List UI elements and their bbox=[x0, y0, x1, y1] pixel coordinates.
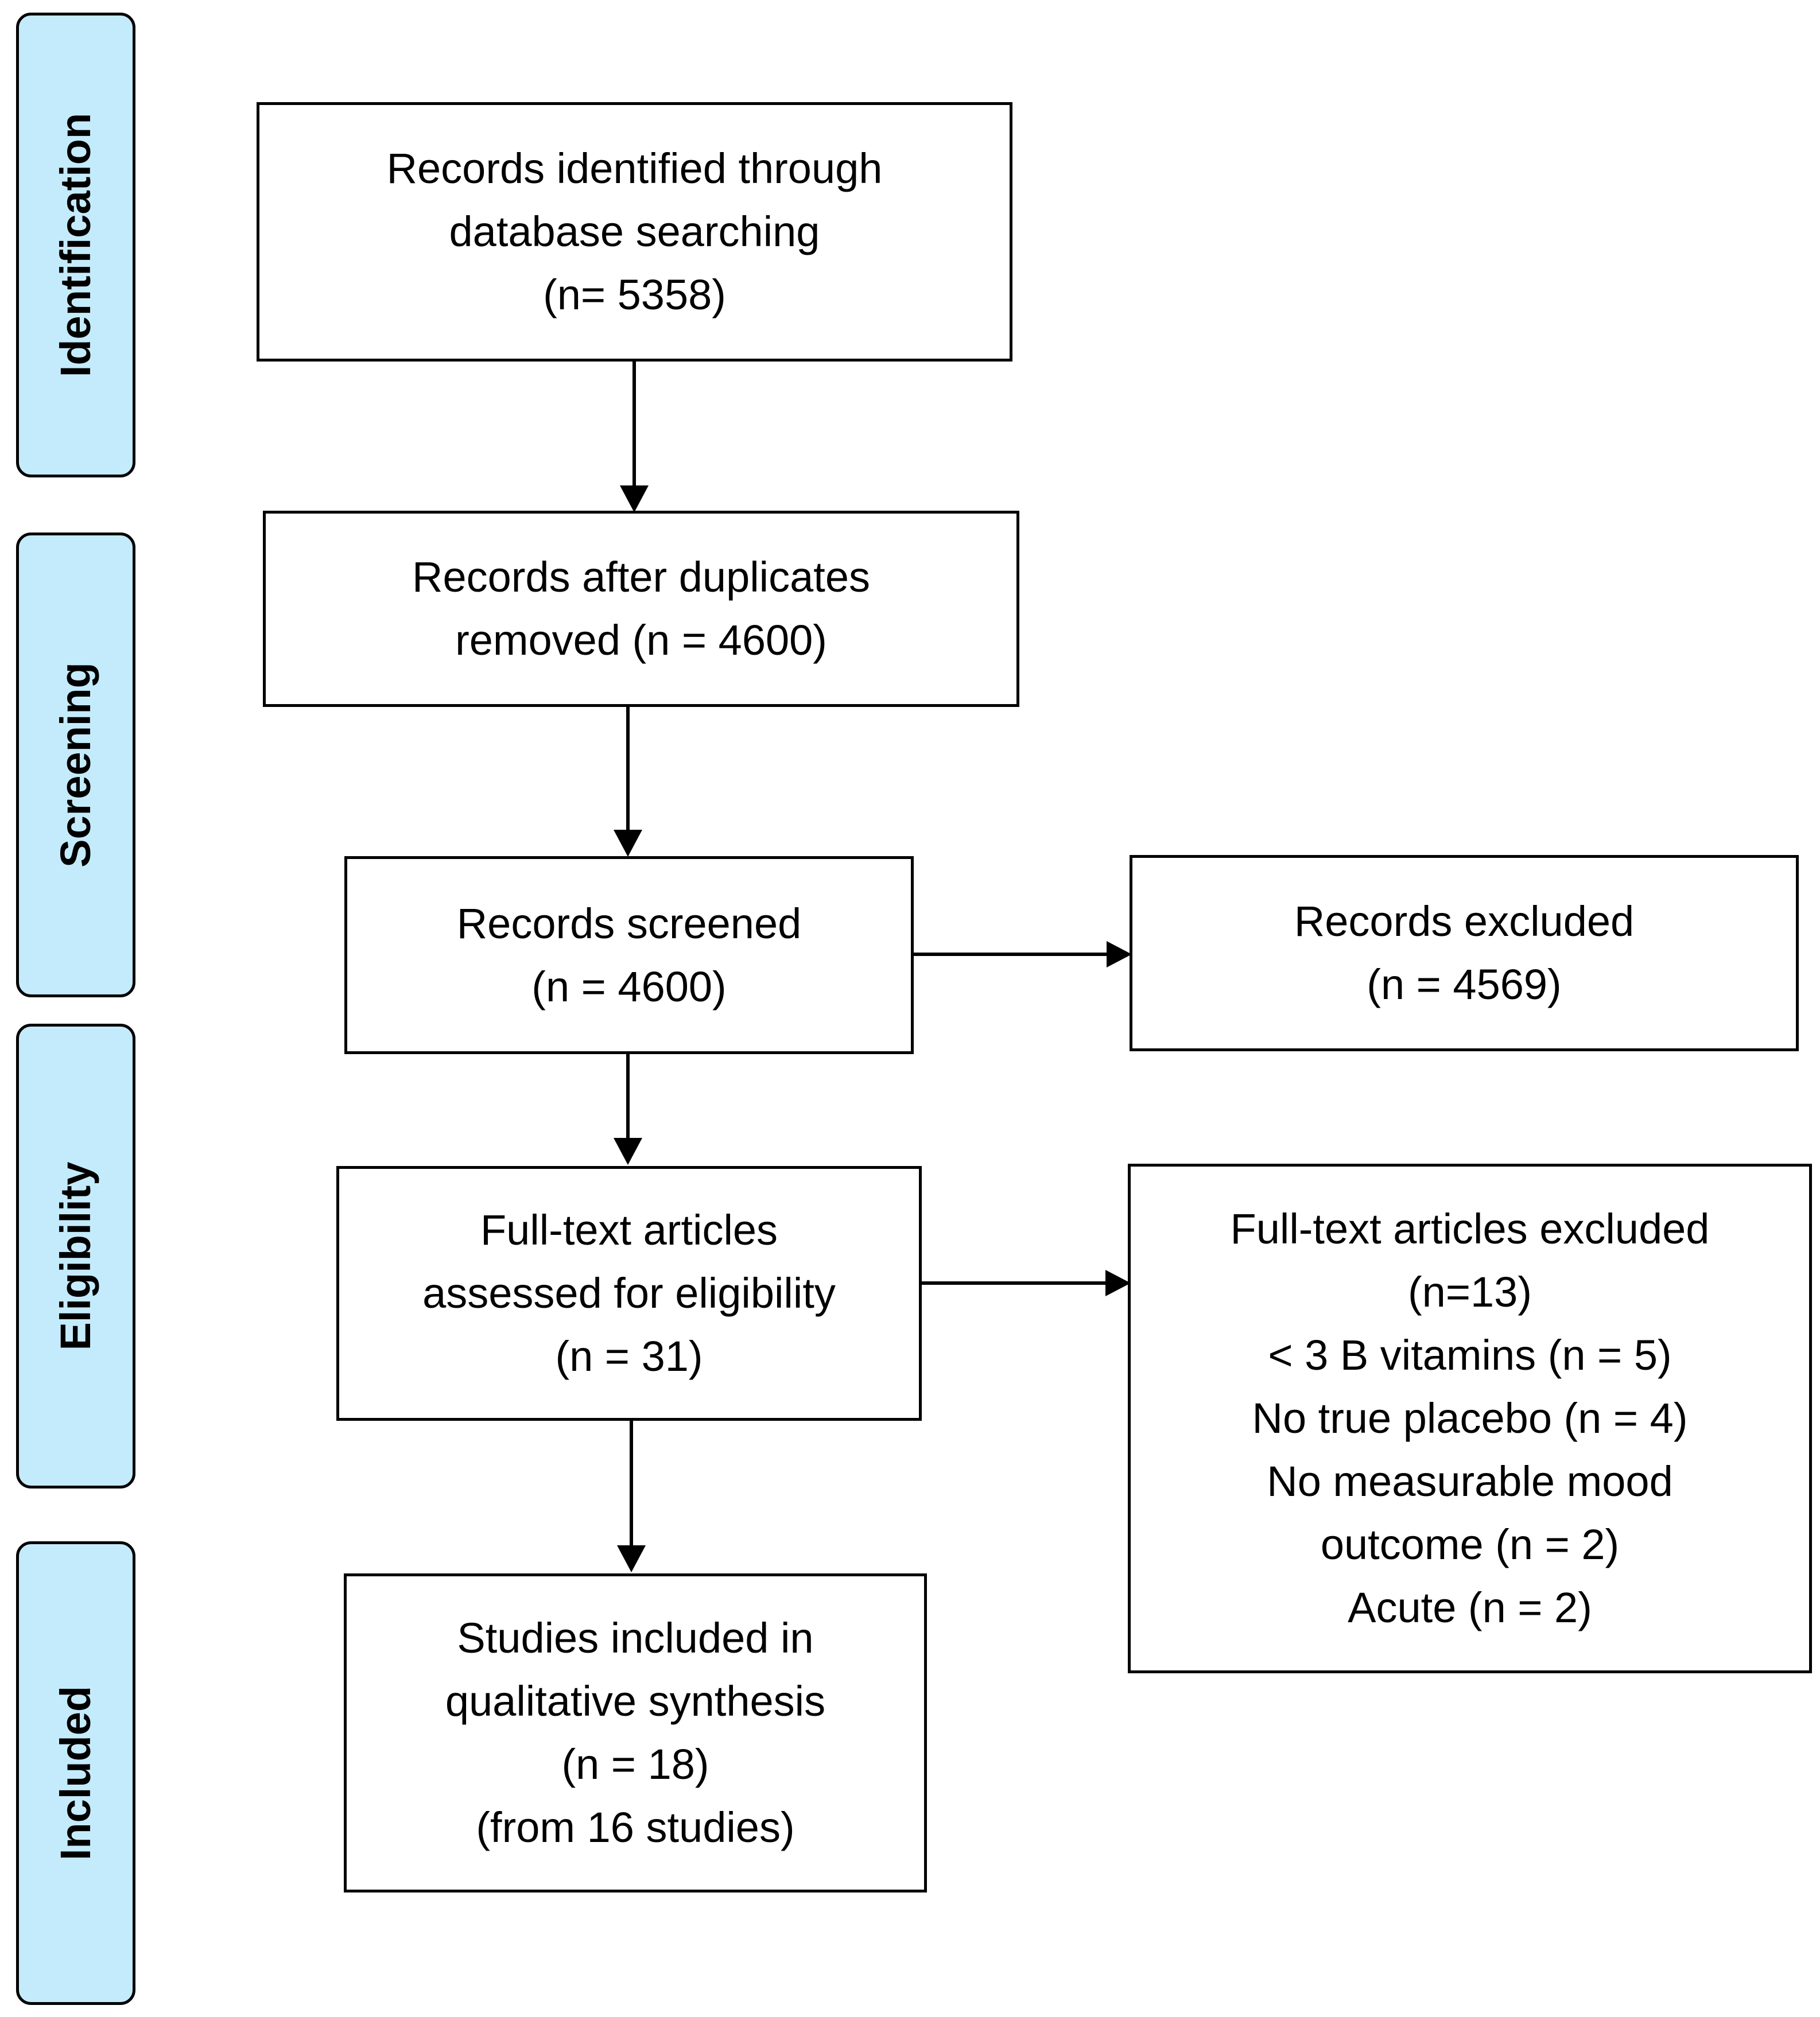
box-fulltext-excluded-line: Acute (n = 2) bbox=[1348, 1584, 1592, 1631]
box-fulltext-assessed-line: Full-text articles bbox=[480, 1206, 778, 1254]
box-after-duplicates-line: Records after duplicates bbox=[412, 553, 870, 601]
box-screened-line: Records screened bbox=[456, 899, 802, 947]
box-fulltext-assessed: Full-text articles assessed for eligibil… bbox=[336, 1166, 922, 1421]
box-included-line: qualitative synthesis bbox=[445, 1677, 826, 1725]
box-fulltext-excluded-line: No true placebo (n = 4) bbox=[1252, 1394, 1688, 1442]
box-fulltext-excluded-line: outcome (n = 2) bbox=[1320, 1521, 1620, 1568]
stage-identification: Identification bbox=[16, 13, 135, 477]
box-records-identified: Records identified through database sear… bbox=[257, 102, 1012, 362]
box-included-line: Studies included in bbox=[457, 1614, 814, 1662]
box-records-identified-line: Records identified through bbox=[386, 145, 883, 192]
stage-included: Included bbox=[16, 1541, 135, 2005]
box-fulltext-assessed-line: assessed for eligibility bbox=[422, 1269, 836, 1317]
box-fulltext-excluded: Full-text articles excluded (n=13) < 3 B… bbox=[1128, 1164, 1812, 1673]
box-records-identified-line: (n= 5358) bbox=[543, 271, 726, 318]
box-fulltext-excluded-line: Full-text articles excluded bbox=[1230, 1205, 1710, 1253]
box-excluded-line: (n = 4569) bbox=[1367, 961, 1562, 1008]
arrow-fulltext-to-included bbox=[617, 1421, 646, 1572]
arrow-duplicates-to-screened bbox=[614, 705, 642, 857]
box-included-line: (from 16 studies) bbox=[476, 1804, 795, 1851]
box-fulltext-excluded-line: (n=13) bbox=[1408, 1268, 1532, 1316]
arrow-fulltext-to-fulltext-excluded bbox=[919, 1270, 1131, 1296]
box-included-line: (n = 18) bbox=[561, 1740, 709, 1788]
box-fulltext-excluded-line: No measurable mood bbox=[1267, 1458, 1673, 1505]
stage-eligibility: Eligibility bbox=[16, 1024, 135, 1489]
box-records-excluded: Records excluded (n = 4569) bbox=[1130, 855, 1799, 1051]
box-after-duplicates-line: removed (n = 4600) bbox=[455, 616, 827, 664]
box-records-identified-line: database searching bbox=[449, 208, 820, 255]
stage-screening: Screening bbox=[16, 533, 135, 997]
arrow-screened-to-excluded bbox=[911, 941, 1132, 967]
box-fulltext-assessed-line: (n = 31) bbox=[555, 1332, 703, 1380]
box-studies-included: Studies included in qualitative synthesi… bbox=[344, 1573, 927, 1892]
box-records-after-duplicates: Records after duplicates removed (n = 46… bbox=[263, 511, 1019, 707]
arrow-identified-to-duplicates bbox=[620, 360, 649, 512]
box-fulltext-excluded-line: < 3 B vitamins (n = 5) bbox=[1268, 1331, 1672, 1379]
box-excluded-line: Records excluded bbox=[1294, 897, 1635, 945]
arrow-screened-to-fulltext bbox=[614, 1052, 642, 1165]
box-records-screened: Records screened (n = 4600) bbox=[344, 856, 914, 1054]
box-screened-line: (n = 4600) bbox=[531, 962, 727, 1011]
